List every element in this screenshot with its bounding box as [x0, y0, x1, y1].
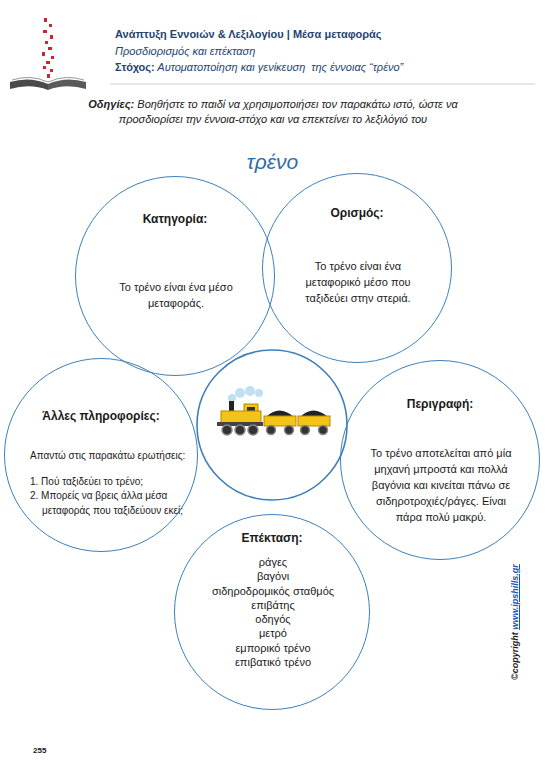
circle-body: Το τρένο αποτελείται από μία μηχανή μπρο…: [363, 446, 519, 526]
circle-text: 1. Πού ταξιδεύει το τρένο;: [30, 475, 192, 490]
header-subtitle: Προσδιορισμός και επέκταση: [115, 45, 255, 57]
header-line: Προσδιορισμός και επέκταση: [115, 45, 255, 57]
circle-text: Το τρένο αποτελείται από μία μηχανή μπρο…: [363, 446, 519, 526]
circle-text: επιβατικό τρένο: [210, 655, 336, 669]
instructions-text: Βοηθήστε το παιδί να χρησιμοποιήσει τον …: [119, 98, 458, 125]
copyright: ©copyright www.ipshills.gr: [510, 570, 524, 680]
circle-text: βαγόνι: [210, 569, 336, 583]
header-line: Στόχος: Αυτοματοποίηση και γενίκευση της…: [115, 61, 403, 73]
page-title: τρένο: [0, 150, 545, 174]
circle-text: μετρό: [210, 626, 336, 640]
circle-text: σιδηροδρομικός σταθμός: [210, 584, 336, 598]
circle-body: ράγεςβαγόνισιδηροδρομικός σταθμόςεπιβάτη…: [210, 555, 336, 669]
header-rule: [110, 84, 535, 85]
circle-text: Απαντώ στις παρακάτω ερωτήσεις:: [30, 449, 192, 464]
circle-heading: Ορισμός:: [282, 206, 432, 220]
circle-heading: Άλλες πληροφορίες:: [24, 409, 178, 423]
center-circle: [197, 350, 347, 500]
concept-circle: Επέκταση: ράγεςβαγόνισιδηροδρομικός σταθμ…: [174, 514, 370, 710]
circle-text: οδηγός: [210, 612, 336, 626]
goal-label: Στόχος:: [115, 61, 155, 73]
circle-text: Το τρένο είναι ένα μεταφορικό μέσο που τ…: [293, 259, 423, 307]
book-icon: [10, 18, 86, 90]
instructions: Οδηγίες: Βοηθήστε το παιδί να χρησιμοποι…: [62, 97, 484, 127]
circle-body: Το τρένο είναι ένα μεταφορικό μέσο που τ…: [293, 259, 423, 307]
circle-body: Το τρένο είναι ένα μέσο μεταφοράς.: [111, 280, 241, 312]
concept-circle: Περιγραφή: Το τρένο αποτελείται από μία μ…: [340, 360, 540, 560]
concept-circle: Ορισμός: Το τρένο είναι ένα μεταφορικό μέ…: [262, 173, 452, 363]
header-title: Ανάπτυξη Εννοιών & Λεξιλογίου | Μέσα μετ…: [115, 28, 382, 40]
page-number: 255: [33, 746, 46, 755]
circle-heading: Κατηγορία:: [96, 212, 254, 226]
circle-text: 2. Μπορείς να βρεις άλλα μέσα μεταφοράς …: [30, 489, 192, 518]
circle-text: ράγες: [210, 555, 336, 569]
circle-heading: Επέκταση:: [194, 531, 349, 545]
website: www.ipshills.gr: [510, 564, 520, 630]
circle-text: επιβάτης: [210, 598, 336, 612]
circle-heading: Περιγραφή:: [361, 397, 519, 411]
copyright-mark: ©copyright: [510, 632, 520, 680]
circle-text: εμπορικό τρένο: [210, 641, 336, 655]
concept-circle: Κατηγορία: Το τρένο είναι ένα μέσο μεταφο…: [75, 176, 275, 376]
instructions-label: Οδηγίες:: [88, 98, 134, 110]
concept-circle: Άλλες πληροφορίες: Απαντώ στις παρακάτω ε…: [4, 358, 198, 552]
circle-body: Απαντώ στις παρακάτω ερωτήσεις: 1. Πού τα…: [30, 449, 192, 518]
circle-text: Το τρένο είναι ένα μέσο μεταφοράς.: [111, 280, 241, 312]
header-line: Ανάπτυξη Εννοιών & Λεξιλογίου | Μέσα μετ…: [115, 28, 382, 40]
train-illustration: [217, 386, 330, 435]
goal-text: Αυτοματοποίηση και γενίκευση της έννοιας…: [157, 61, 403, 73]
